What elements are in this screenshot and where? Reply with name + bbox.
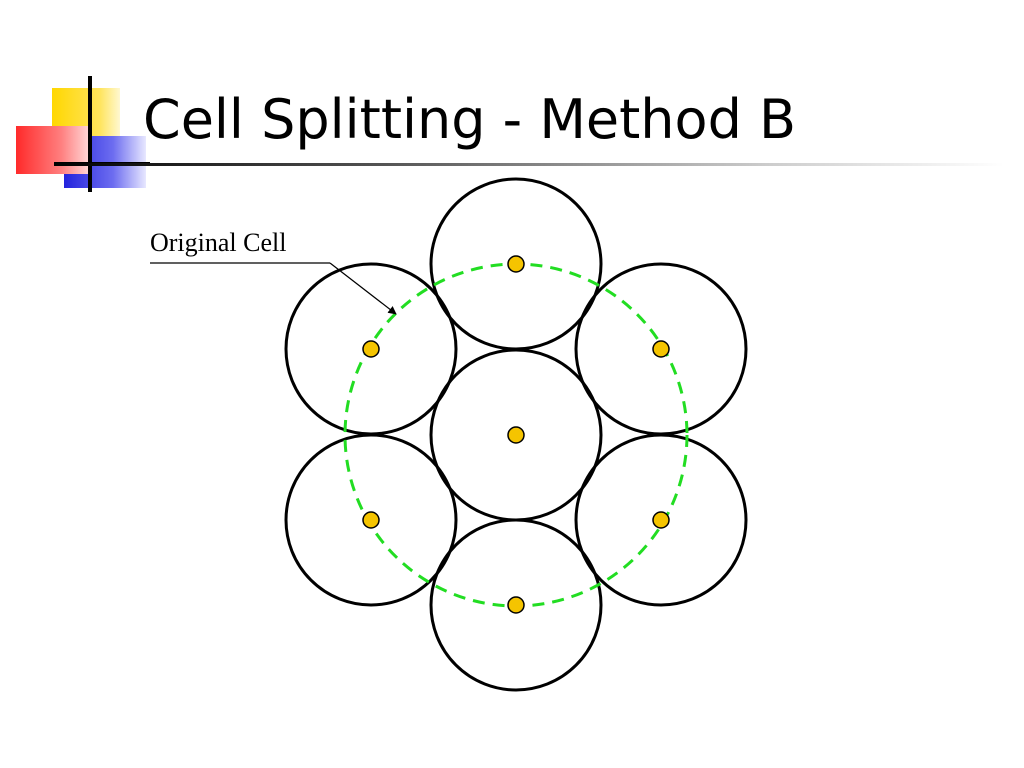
base-station-bottom — [507, 596, 525, 614]
callout-leader — [150, 262, 397, 315]
small-cell-top — [429, 177, 603, 351]
small-cell-bottom — [429, 518, 603, 692]
small-cells-group — [284, 177, 748, 692]
title-divider — [54, 163, 1004, 166]
base-station-center — [507, 426, 525, 444]
base-station-top — [507, 255, 525, 273]
base-station-upper-left — [362, 340, 380, 358]
small-cell-lower-left — [284, 433, 458, 607]
base-station-lower-right — [652, 511, 670, 529]
slide-logo-icon — [16, 76, 150, 192]
base-station-lower-left — [362, 511, 380, 529]
small-cell-lower-right — [574, 433, 748, 607]
base-stations-group — [362, 255, 670, 614]
base-station-upper-right — [652, 340, 670, 358]
slide-title: Cell Splitting - Method B — [143, 88, 797, 151]
original-cell-label: Original Cell — [150, 228, 287, 257]
callout-arrow — [329, 262, 397, 315]
